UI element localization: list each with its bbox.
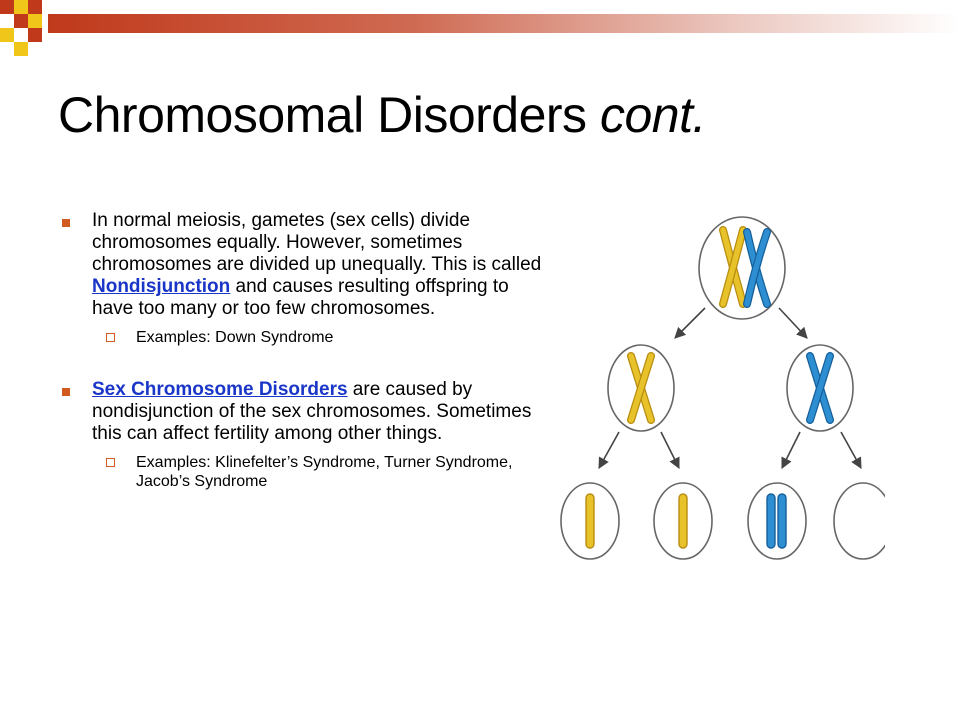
arrow-icon bbox=[598, 431, 620, 469]
sub-bullet-sex-syndromes: Examples: Klinefelter’s Syndrome, Turner… bbox=[106, 453, 542, 491]
deco-square bbox=[0, 0, 14, 14]
x-chromosome-blue bbox=[743, 228, 771, 308]
daughter-cell-left bbox=[607, 344, 675, 432]
bullet-item-sex-chromosome-disorders: Sex Chromosome Disorders are caused by n… bbox=[62, 379, 542, 445]
title-main: Chromosomal Disorders bbox=[58, 87, 587, 143]
hollow-square-bullet-icon bbox=[106, 333, 115, 342]
gamete-cell-2 bbox=[653, 482, 713, 560]
arrow-icon bbox=[781, 431, 801, 470]
gamete-cell-4 bbox=[833, 482, 885, 560]
sub-bullet-text: Examples: Klinefelter’s Syndrome, Turner… bbox=[136, 454, 513, 490]
gamete-cell-1 bbox=[560, 482, 620, 560]
daughter-cell-right bbox=[786, 344, 854, 432]
square-bullet-icon bbox=[62, 219, 70, 227]
deco-square bbox=[0, 28, 14, 42]
bullet-item-nondisjunction: In normal meiosis, gametes (sex cells) d… bbox=[62, 210, 542, 320]
x-chromosome-yellow bbox=[719, 226, 747, 308]
arrow-icon bbox=[674, 307, 706, 339]
sub-bullet-text: Examples: Down Syndrome bbox=[136, 329, 334, 346]
deco-square bbox=[14, 0, 28, 14]
sex-chromosome-disorders-link[interactable]: Sex Chromosome Disorders bbox=[92, 379, 348, 400]
header-decoration bbox=[0, 0, 960, 60]
arrow-icon bbox=[840, 431, 862, 469]
gamete-cell-3 bbox=[747, 482, 807, 560]
page-title: Chromosomal Disorders cont. bbox=[58, 86, 706, 144]
bullet-text: In normal meiosis, gametes (sex cells) d… bbox=[92, 210, 542, 275]
deco-square bbox=[28, 14, 42, 28]
arrow-icon bbox=[660, 431, 680, 470]
parent-cell bbox=[698, 216, 786, 320]
header-gradient-bar bbox=[48, 14, 960, 33]
nondisjunction-link[interactable]: Nondisjunction bbox=[92, 276, 231, 297]
nondisjunction-diagram bbox=[560, 216, 885, 560]
square-bullet-icon bbox=[62, 388, 70, 396]
sub-bullet-down-syndrome: Examples: Down Syndrome bbox=[106, 328, 542, 347]
arrow-icon bbox=[778, 307, 808, 339]
bullet-list: In normal meiosis, gametes (sex cells) d… bbox=[62, 210, 542, 491]
hollow-square-bullet-icon bbox=[106, 458, 115, 467]
bullet-text: are caused by nondisjunction of the sex … bbox=[92, 379, 532, 444]
deco-square bbox=[14, 42, 28, 56]
deco-square bbox=[14, 14, 28, 28]
deco-square bbox=[28, 0, 42, 14]
bullet-text: and causes resulting offspring to have t… bbox=[92, 276, 509, 319]
deco-square bbox=[28, 28, 42, 42]
title-italic: cont. bbox=[599, 87, 706, 143]
